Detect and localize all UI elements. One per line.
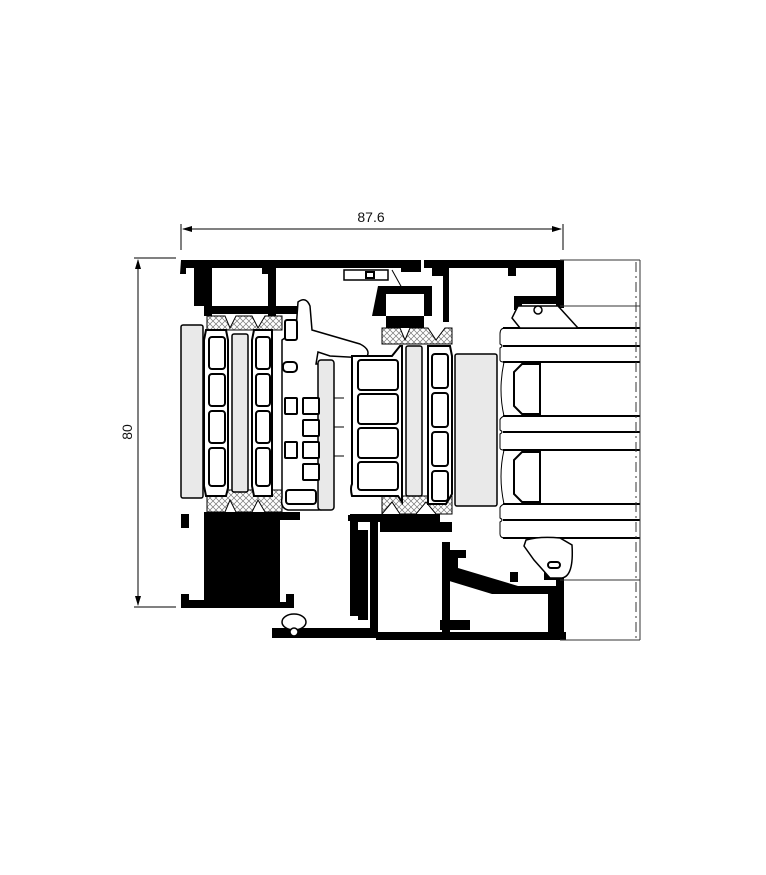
width-dimension-label: 87.6 [357, 209, 384, 225]
center-gasket [280, 299, 369, 511]
sash-polyamide-insert [350, 345, 453, 506]
outer-insulation-strip [180, 324, 204, 499]
bottom-frame-gasket [281, 613, 307, 637]
left-polyamide-insert [203, 329, 273, 497]
sash-profile [350, 260, 566, 640]
outer-frame-profile [180, 260, 421, 638]
height-dimension-label: 80 [119, 424, 135, 440]
glazing-unit [499, 259, 641, 641]
sash-insulation-block [454, 353, 498, 507]
height-dimension: 80 [119, 257, 176, 608]
top-seal-gasket [343, 269, 403, 289]
width-dimension: 87.6 [180, 209, 564, 250]
glazing-gaskets [511, 305, 580, 579]
